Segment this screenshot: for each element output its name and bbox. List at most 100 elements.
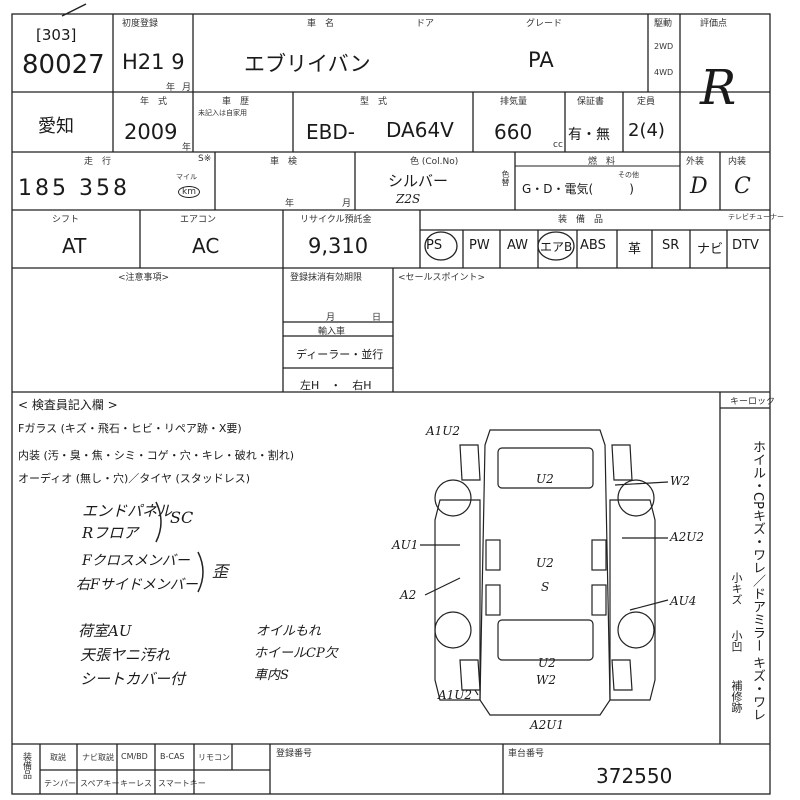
diagram-mark-au4: AU4	[670, 594, 697, 608]
year-label: 年 式	[140, 97, 168, 107]
carname-label: 車 名	[307, 19, 335, 29]
color-change-label: 色替	[501, 170, 510, 186]
model-code: DA64V	[386, 118, 454, 142]
side-small-dent: 小凹	[730, 630, 743, 652]
grade-label: グレード	[526, 19, 563, 29]
diagram-mark-w2-rear: W2	[536, 673, 556, 687]
mileage-mark: S※	[198, 154, 212, 164]
diagram-mark-a2u2-right: A2U2	[670, 530, 705, 544]
fuel-label: 燃 料	[588, 157, 616, 167]
fuel-other: その他	[618, 171, 639, 179]
footer-chassis-label: 車台番号	[508, 749, 545, 759]
notes-label: <注意事項>	[118, 273, 170, 283]
footer-item-bcas: B-CAS	[160, 752, 185, 761]
mileage-unit-km: km	[178, 186, 200, 198]
footer-item-keyless: キーレス	[120, 779, 152, 788]
note-seat-cover: シートカバー付	[80, 670, 186, 688]
shaken-month: 月	[342, 199, 352, 209]
footer-item-temper: テンパー	[44, 779, 76, 788]
recycle-value: 9,310	[308, 234, 369, 258]
import-label: 輸入車	[318, 327, 346, 337]
side-small-scratch: 小キズ	[730, 572, 743, 605]
note-wheel-cap: ホイールCP欠	[254, 646, 338, 661]
equip-navi: ナビ	[697, 242, 724, 257]
note-cargo-au: 荷室AU	[78, 622, 132, 640]
shift-label: シフト	[52, 215, 80, 225]
diagram-mark-u2-front: U2	[536, 472, 554, 486]
note-headliner: 天張ヤニ汚れ	[80, 646, 171, 664]
capacity-label: 定員	[637, 97, 656, 107]
shift-value: AT	[62, 234, 87, 258]
equip-abs: ABS	[580, 238, 606, 253]
footer-equip-label: 装備品	[21, 752, 31, 779]
mileage-unit-mile: マイル	[176, 173, 197, 181]
drive-4wd: 4WD	[654, 68, 674, 77]
car-name: エブリイバン	[244, 52, 371, 76]
first-reg-value: H21 9	[122, 50, 185, 74]
rating-label: 評価点	[700, 19, 728, 29]
color-value: シルバー	[388, 172, 449, 190]
dealer-value: ディーラー・並行	[296, 348, 384, 361]
footer-item-manual: 取説	[50, 753, 66, 762]
shaken-year: 年	[285, 199, 295, 209]
lot-code: [303]	[36, 26, 77, 44]
lot-number: 80027	[22, 50, 105, 80]
tv-label: テレビチューナー	[728, 213, 784, 221]
drive-label: 駆動	[654, 19, 673, 29]
diagram-mark-a1u2-bottom: A1U2	[438, 688, 473, 702]
note-f-cross-member: Fクロスメンバー	[82, 553, 190, 569]
steering-value: 左H ・ 右H	[300, 379, 372, 392]
diagram-mark-au1: AU1	[392, 538, 419, 552]
diagram-mark-a2u1: A2U1	[530, 718, 565, 732]
model-prefix: EBD-	[306, 120, 355, 144]
side-small-repair: 補修跡	[730, 680, 743, 713]
recycle-label: リサイクル預託金	[300, 215, 372, 225]
diagram-mark-a1u2-top: A1U2	[426, 424, 461, 438]
capacity-value: 2(4)	[628, 120, 665, 141]
audio-line: オーディオ (無し・穴)／タイヤ (スタッドレス)	[18, 472, 251, 485]
shaken-label: 車 検	[270, 157, 298, 167]
equip-ps: PS	[426, 238, 443, 253]
door-label: ドア	[416, 19, 435, 29]
expiry-label: 登録抹消有効期限	[290, 273, 363, 283]
footer-item-cmbd: CM/BD	[121, 752, 148, 761]
first-reg-label: 初度登録	[122, 19, 159, 29]
warranty-value: 有・無	[568, 127, 610, 143]
region: 愛知	[38, 116, 74, 137]
interior-label: 内装	[728, 157, 747, 167]
aircon-label: エアコン	[180, 215, 217, 225]
exterior-value: D	[690, 174, 708, 199]
history-label: 車 歴	[222, 97, 250, 107]
mileage-value: 185 358	[18, 176, 130, 201]
diagram-mark-u2-rear: U2	[538, 656, 556, 670]
year-value: 2009	[124, 120, 178, 144]
drive-2wd: 2WD	[654, 42, 674, 51]
glass-line: Fガラス (キズ・飛石・ヒビ・リペア跡・X要)	[18, 422, 242, 435]
sales-label: <セールスポイント>	[398, 273, 486, 283]
history-note: 未記入は自家用	[198, 109, 247, 117]
equip-sr: SR	[662, 238, 680, 253]
footer-item-navi-manual: ナビ取説	[82, 753, 114, 762]
footer-item-spare-key: スペアキー	[80, 779, 120, 788]
equip-airbag: エアB	[540, 240, 573, 254]
color-label: 色 (Col.No)	[410, 157, 459, 167]
note-rf-side-member: 右Fサイドメンバー	[76, 577, 198, 593]
year-unit: 年	[182, 143, 192, 153]
footer-item-remote: リモコン	[198, 753, 230, 762]
keylock-label: キーロック	[730, 397, 776, 407]
side-text: ホイル・CPキズ・ワレ／ドアミラー キズ・ワレ	[750, 440, 765, 722]
displacement-label: 排気量	[500, 97, 528, 107]
inspection-title: < 検査員記入欄 >	[18, 398, 118, 412]
expiry-month: 月	[326, 313, 336, 323]
model-label: 型 式	[360, 97, 388, 107]
interior-value: C	[734, 174, 751, 199]
warranty-label: 保証書	[577, 97, 605, 107]
equip-dtv: DTV	[732, 238, 759, 253]
note-interior-s: 車内S	[254, 668, 289, 683]
aircon-value: AC	[192, 234, 220, 258]
first-reg-year-kanji: 年	[166, 83, 176, 93]
footer-chassis-number: 372550	[596, 764, 673, 788]
diagram-mark-a2: A2	[400, 588, 417, 602]
interior-line: 内装 (汚・臭・焦・シミ・コゲ・穴・キレ・破れ・割れ)	[18, 449, 295, 462]
